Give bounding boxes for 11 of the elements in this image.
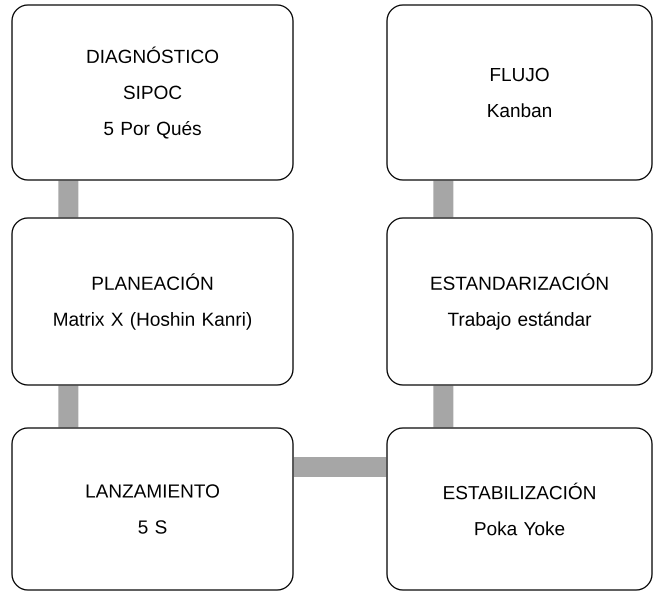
connector-bar (433, 386, 454, 428)
connector-bar (433, 180, 454, 218)
process-box: LANZAMIENTO 5 S (11, 427, 294, 591)
process-box: ESTANDARIZACIÓN Trabajo estándar (386, 217, 653, 386)
connector-bar (294, 456, 386, 477)
process-box: FLUJO Kanban (386, 4, 653, 181)
process-box: ESTABILIZACIÓN Poka Yoke (386, 427, 653, 591)
process-box: PLANEACIÓN Matrix X (Hoshin Kanri) (11, 217, 294, 386)
process-box: DIAGNÓSTICO SIPOC 5 Por Qués (11, 4, 294, 181)
connector-bar (58, 386, 78, 428)
connector-bar (58, 180, 78, 218)
